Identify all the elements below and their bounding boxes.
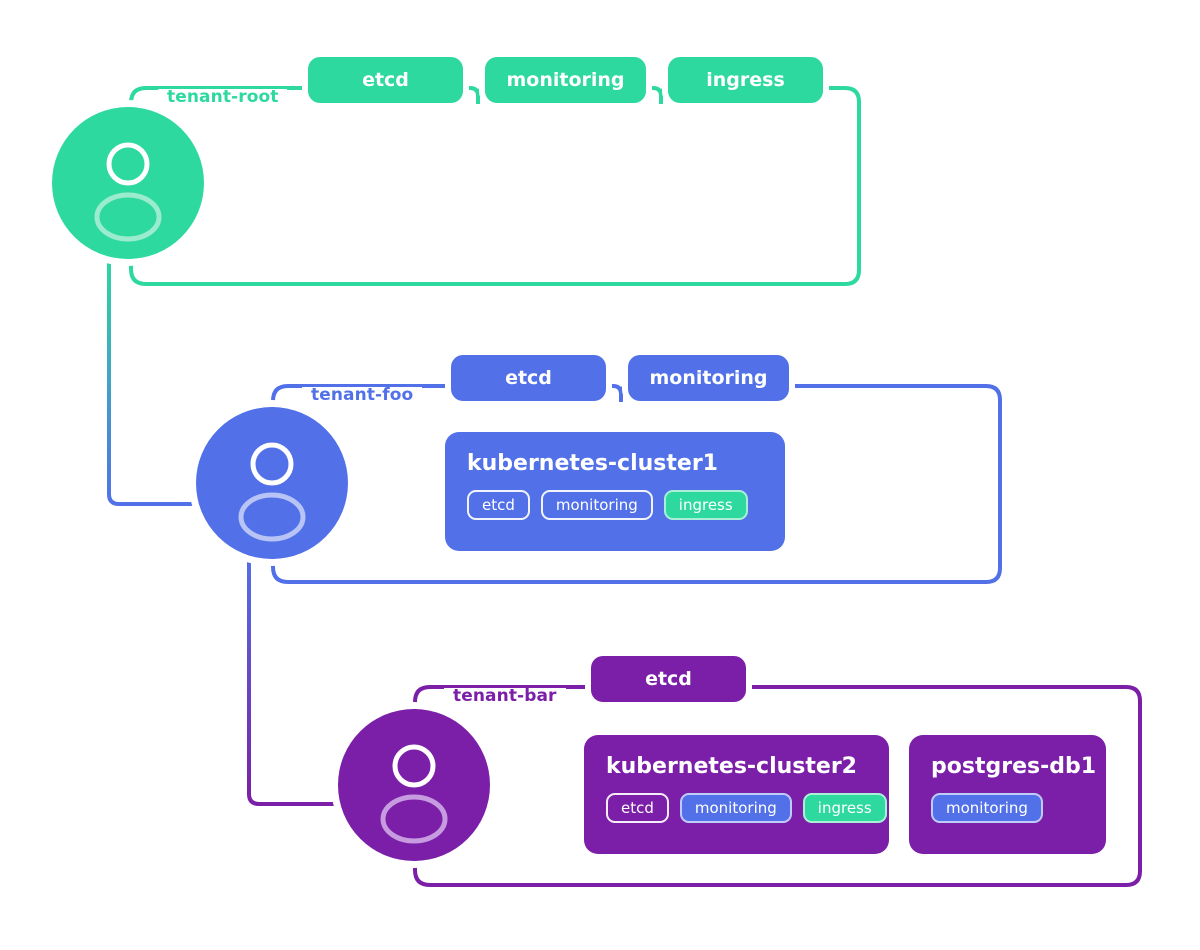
connector-root-to-foo xyxy=(107,252,200,506)
tenant-root-border-notch-1 xyxy=(461,86,480,104)
tag-monitoring[interactable]: monitoring xyxy=(540,490,653,521)
card-tag-row: etcd monitoring ingress xyxy=(467,490,763,521)
tenant-root-label: tenant-root xyxy=(158,89,288,106)
connector-foo-to-bar xyxy=(247,552,340,806)
card-title: postgres-db1 xyxy=(931,754,1097,779)
user-avatar-icon xyxy=(196,407,348,559)
tag-monitoring[interactable]: monitoring xyxy=(931,793,1043,824)
tenant-foo-border-notch-1 xyxy=(604,384,623,402)
tenant-root-avatar[interactable] xyxy=(52,107,204,259)
user-avatar-icon xyxy=(338,709,490,861)
tenant-root-border-right-bottom xyxy=(129,86,861,286)
card-title: kubernetes-cluster1 xyxy=(467,451,718,476)
tag-monitoring[interactable]: monitoring xyxy=(679,793,792,824)
tag-etcd[interactable]: etcd xyxy=(467,490,530,521)
tenant-root-border-notch-2 xyxy=(644,86,663,104)
tenant-foo-avatar[interactable] xyxy=(196,407,348,559)
tenant-root-badge-monitoring[interactable]: monitoring xyxy=(485,57,646,103)
tag-ingress[interactable]: ingress xyxy=(802,793,887,824)
tenant-root-badge-etcd[interactable]: etcd xyxy=(308,57,463,103)
tenant-root-badge-ingress[interactable]: ingress xyxy=(668,57,823,103)
tenant-foo-badge-etcd[interactable]: etcd xyxy=(451,355,606,401)
tenant-foo-label: tenant-foo xyxy=(302,387,423,404)
card-tag-row: monitoring xyxy=(931,793,1084,824)
resource-card-postgres-db1[interactable]: postgres-db1 monitoring xyxy=(909,735,1106,854)
card-tag-row: etcd monitoring ingress xyxy=(606,793,887,824)
user-avatar-icon xyxy=(52,107,204,259)
resource-card-kubernetes-cluster1[interactable]: kubernetes-cluster1 etcd monitoring ingr… xyxy=(445,432,785,551)
tag-etcd[interactable]: etcd xyxy=(606,793,669,824)
tenant-bar-avatar[interactable] xyxy=(338,709,490,861)
card-title: kubernetes-cluster2 xyxy=(606,754,857,779)
tenant-bar-badge-etcd[interactable]: etcd xyxy=(591,656,746,702)
resource-card-kubernetes-cluster2[interactable]: kubernetes-cluster2 etcd monitoring ingr… xyxy=(584,735,889,854)
tenant-foo-badge-monitoring[interactable]: monitoring xyxy=(628,355,789,401)
tenant-bar-label: tenant-bar xyxy=(444,688,566,705)
tag-ingress[interactable]: ingress xyxy=(663,490,748,521)
